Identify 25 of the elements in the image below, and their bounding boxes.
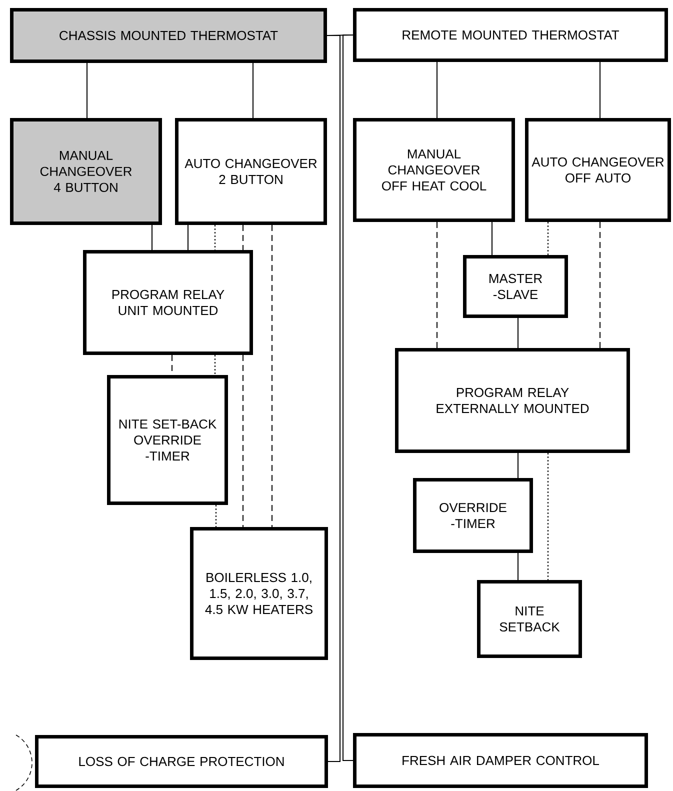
process-box: NITE SET-BACK OVERRIDE -TIMER [107,375,228,505]
connector-line [242,354,244,528]
process-box: MANUAL CHANGEOVER OFF HEAT COOL [353,118,515,222]
connector-line [214,354,216,376]
process-box: NITE SETBACK [477,580,582,658]
process-box: BOILERLESS 1.0, 1.5, 2.0, 3.0, 3.7, 4.5 KW HEATERS [190,527,328,660]
process-box: REMOTE MOUNTED THERMOSTAT [353,8,668,62]
connector-line [86,62,88,118]
connector-line [326,35,340,762]
process-box: FRESH AIR DAMPER CONTROL [353,733,648,788]
process-box: MASTER -SLAVE [463,255,568,318]
connector-line [436,222,438,348]
connector-line [342,34,354,761]
process-box: AUTO CHANGEOVER OFF AUTO [525,118,671,222]
process-box: LOSS OF CHARGE PROTECTION [35,735,328,788]
shaded-box: CHASSIS MOUNTED THERMOSTAT [10,8,327,63]
process-box: PROGRAM RELAY UNIT MOUNTED [83,250,253,355]
connector-line [214,224,216,250]
shaded-box: MANUAL CHANGEOVER 4 BUTTON [10,118,162,225]
connector-line [252,62,254,118]
process-box: OVERRIDE -TIMER [413,478,533,553]
connector-line [436,62,438,118]
process-box: AUTO CHANGEOVER 2 BUTTON [175,118,327,225]
process-box: PROGRAM RELAY EXTERNALLY MOUNTED [395,348,630,453]
connector-line [242,224,244,250]
